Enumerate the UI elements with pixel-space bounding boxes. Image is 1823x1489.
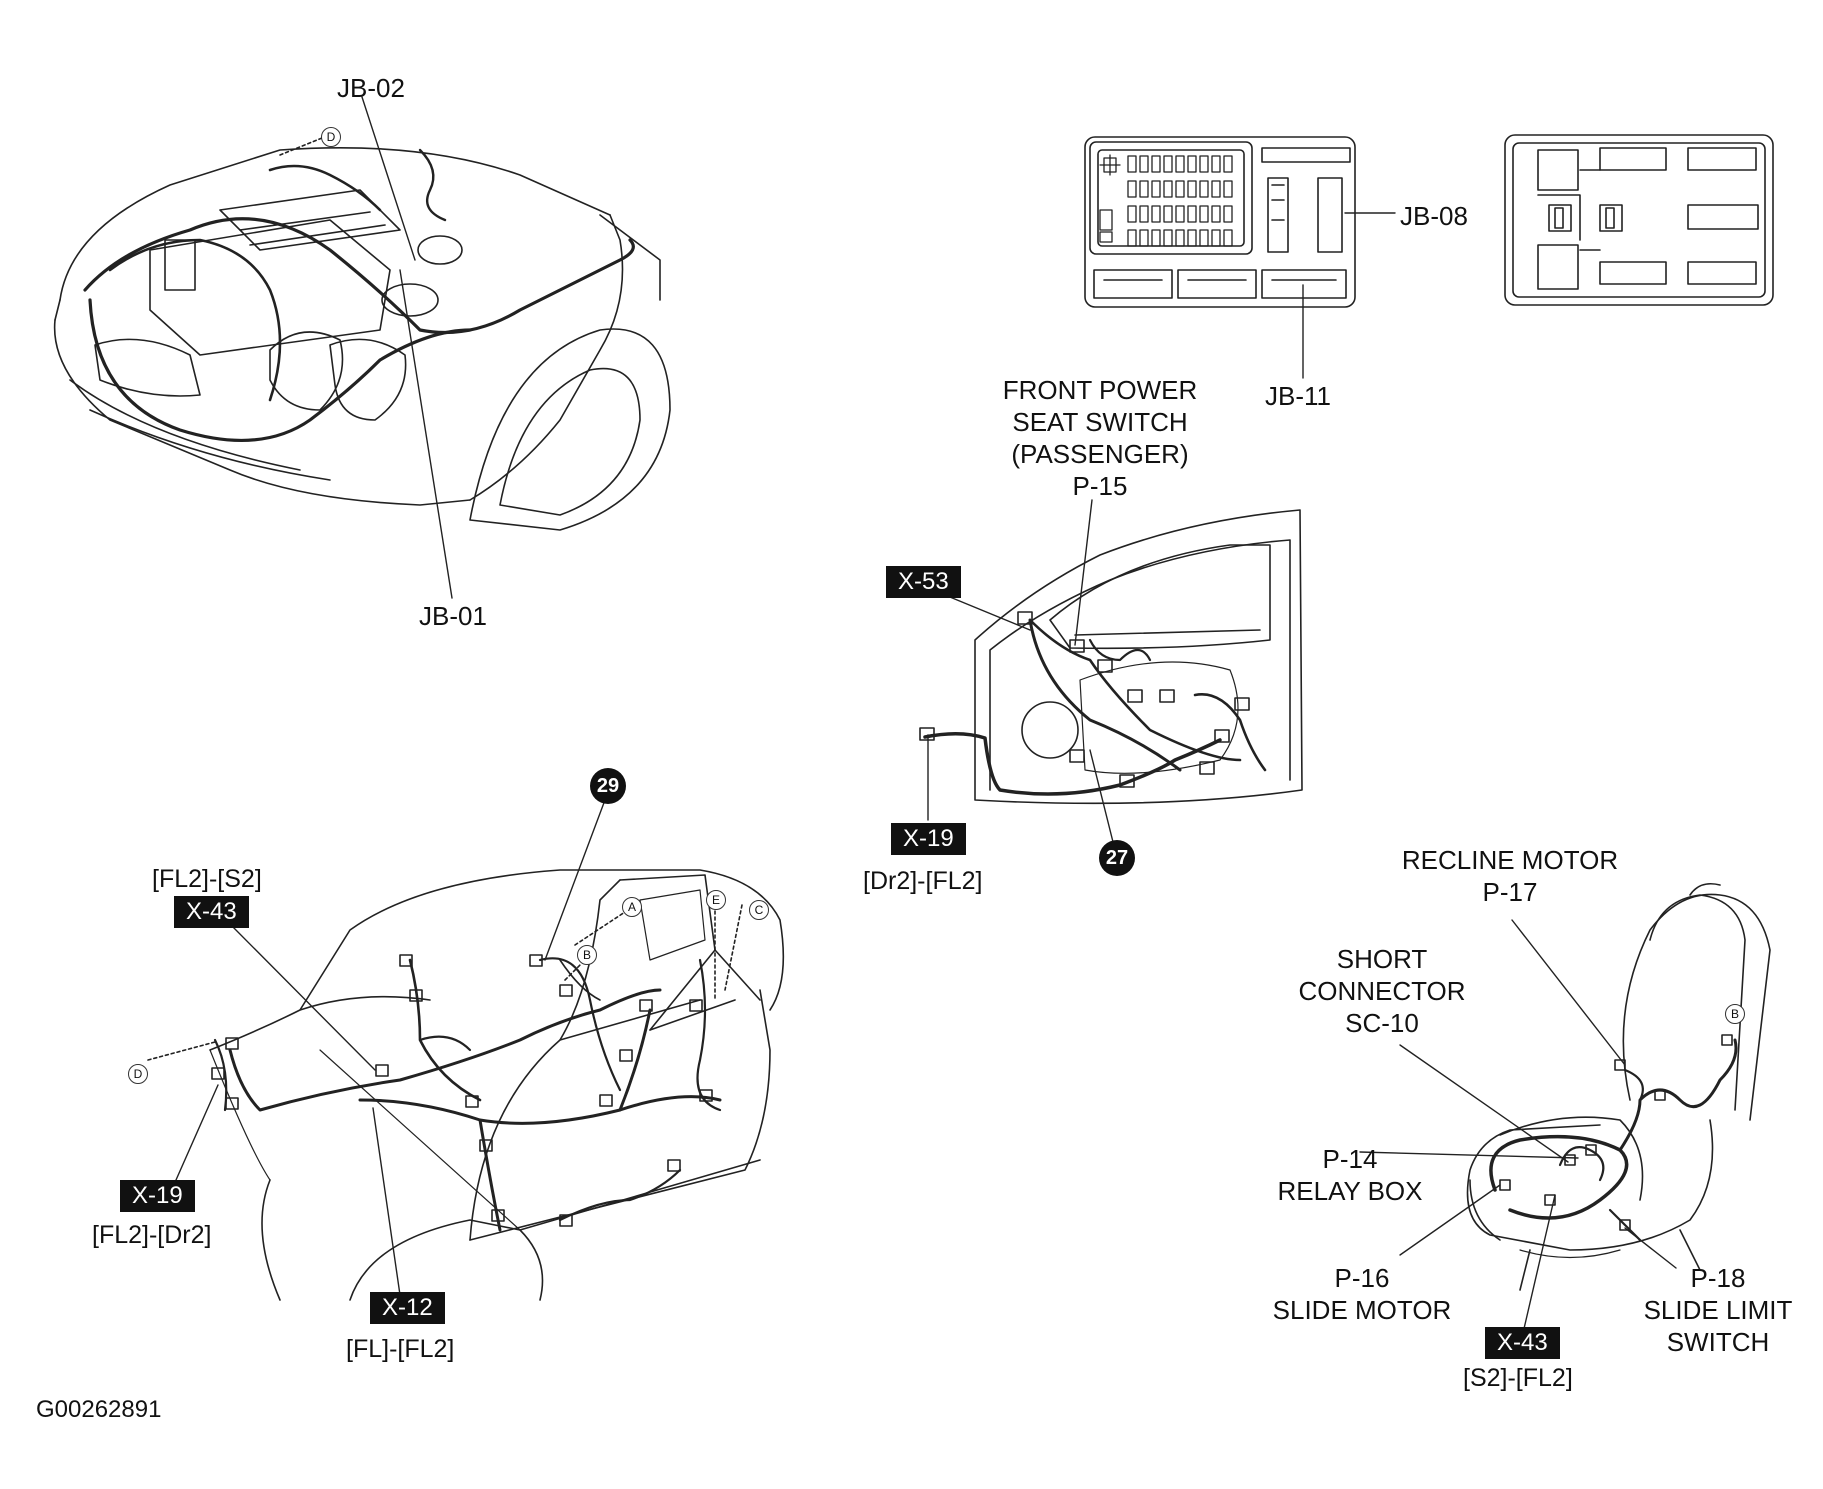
- callout-29-badge: 29: [590, 768, 626, 804]
- engine-bay-drawing: [53, 96, 671, 599]
- relay-line-1: P-14: [1322, 1144, 1378, 1174]
- ref-d-body-marker: D: [128, 1064, 148, 1084]
- recline-line-1: RECLINE MOTOR: [1401, 845, 1619, 875]
- slide-motor-line-2: SLIDE MOTOR: [1272, 1295, 1452, 1325]
- seat-switch-line-1: FRONT POWER: [1002, 375, 1198, 405]
- slide-motor-line-1: P-16: [1334, 1263, 1390, 1293]
- recline-line-2: P-17: [1482, 877, 1538, 907]
- ref-d-engine-marker: D: [321, 127, 341, 147]
- x-43-seat-sub: [S2]-[FL2]: [1463, 1364, 1573, 1392]
- x-12-tag: X-12: [370, 1292, 445, 1324]
- slide-limit-line-3: SWITCH: [1666, 1327, 1770, 1357]
- jb-08-label: JB-08: [1400, 201, 1468, 231]
- slide-limit-line-2: SLIDE LIMIT: [1643, 1295, 1793, 1325]
- short-line-3: SC-10: [1345, 1008, 1419, 1038]
- recline-motor-label: RECLINE MOTOR P-17: [1385, 844, 1635, 908]
- x-53-tag: X-53: [886, 566, 961, 598]
- jb-01-label: JB-01: [419, 601, 487, 631]
- slide-limit-line-1: P-18: [1690, 1263, 1746, 1293]
- jb-02-label: JB-02: [337, 73, 405, 103]
- seat-switch-line-2: SEAT SWITCH: [1012, 407, 1188, 437]
- ref-a-marker: A: [622, 897, 642, 917]
- x-19-body-tag: X-19: [120, 1180, 195, 1212]
- relay-line-2: RELAY BOX: [1277, 1176, 1423, 1206]
- ref-e-marker: E: [706, 890, 726, 910]
- seat-switch-line-3: (PASSENGER): [1011, 439, 1189, 469]
- callout-27-badge: 27: [1099, 840, 1135, 876]
- front-power-seat-switch-label: FRONT POWER SEAT SWITCH (PASSENGER) P-15: [985, 374, 1215, 502]
- door-drawing: [919, 499, 1303, 851]
- ref-b-body-marker: B: [577, 945, 597, 965]
- ref-c-marker: C: [749, 900, 769, 920]
- seat-switch-line-4: P-15: [1072, 471, 1128, 501]
- x-43-seat-tag: X-43: [1485, 1327, 1560, 1359]
- jb-11-label: JB-11: [1265, 381, 1331, 411]
- figure-code: G00262891: [36, 1396, 162, 1423]
- relay-box-label: P-14 RELAY BOX: [1270, 1143, 1430, 1207]
- short-line-1: SHORT: [1336, 944, 1428, 974]
- x-19-body-sub: [FL2]-[Dr2]: [92, 1221, 212, 1249]
- junction-box-drawing: [1084, 134, 1774, 379]
- x-43-body-tag: X-43: [174, 896, 249, 928]
- ref-b-seat-marker: B: [1725, 1004, 1745, 1024]
- body-drawing: [147, 799, 785, 1301]
- x-43-body-top: [FL2]-[S2]: [152, 865, 262, 893]
- short-connector-label: SHORT CONNECTOR SC-10: [1282, 943, 1482, 1039]
- slide-motor-label: P-16 SLIDE MOTOR: [1262, 1262, 1462, 1326]
- x-12-sub: [FL]-[FL2]: [346, 1335, 455, 1363]
- slide-limit-switch-label: P-18 SLIDE LIMIT SWITCH: [1628, 1262, 1808, 1358]
- short-line-2: CONNECTOR: [1298, 976, 1466, 1006]
- x-19-door-tag: X-19: [891, 823, 966, 855]
- x-19-door-sub: [Dr2]-[FL2]: [863, 867, 983, 895]
- seat-drawing: [1359, 882, 1771, 1334]
